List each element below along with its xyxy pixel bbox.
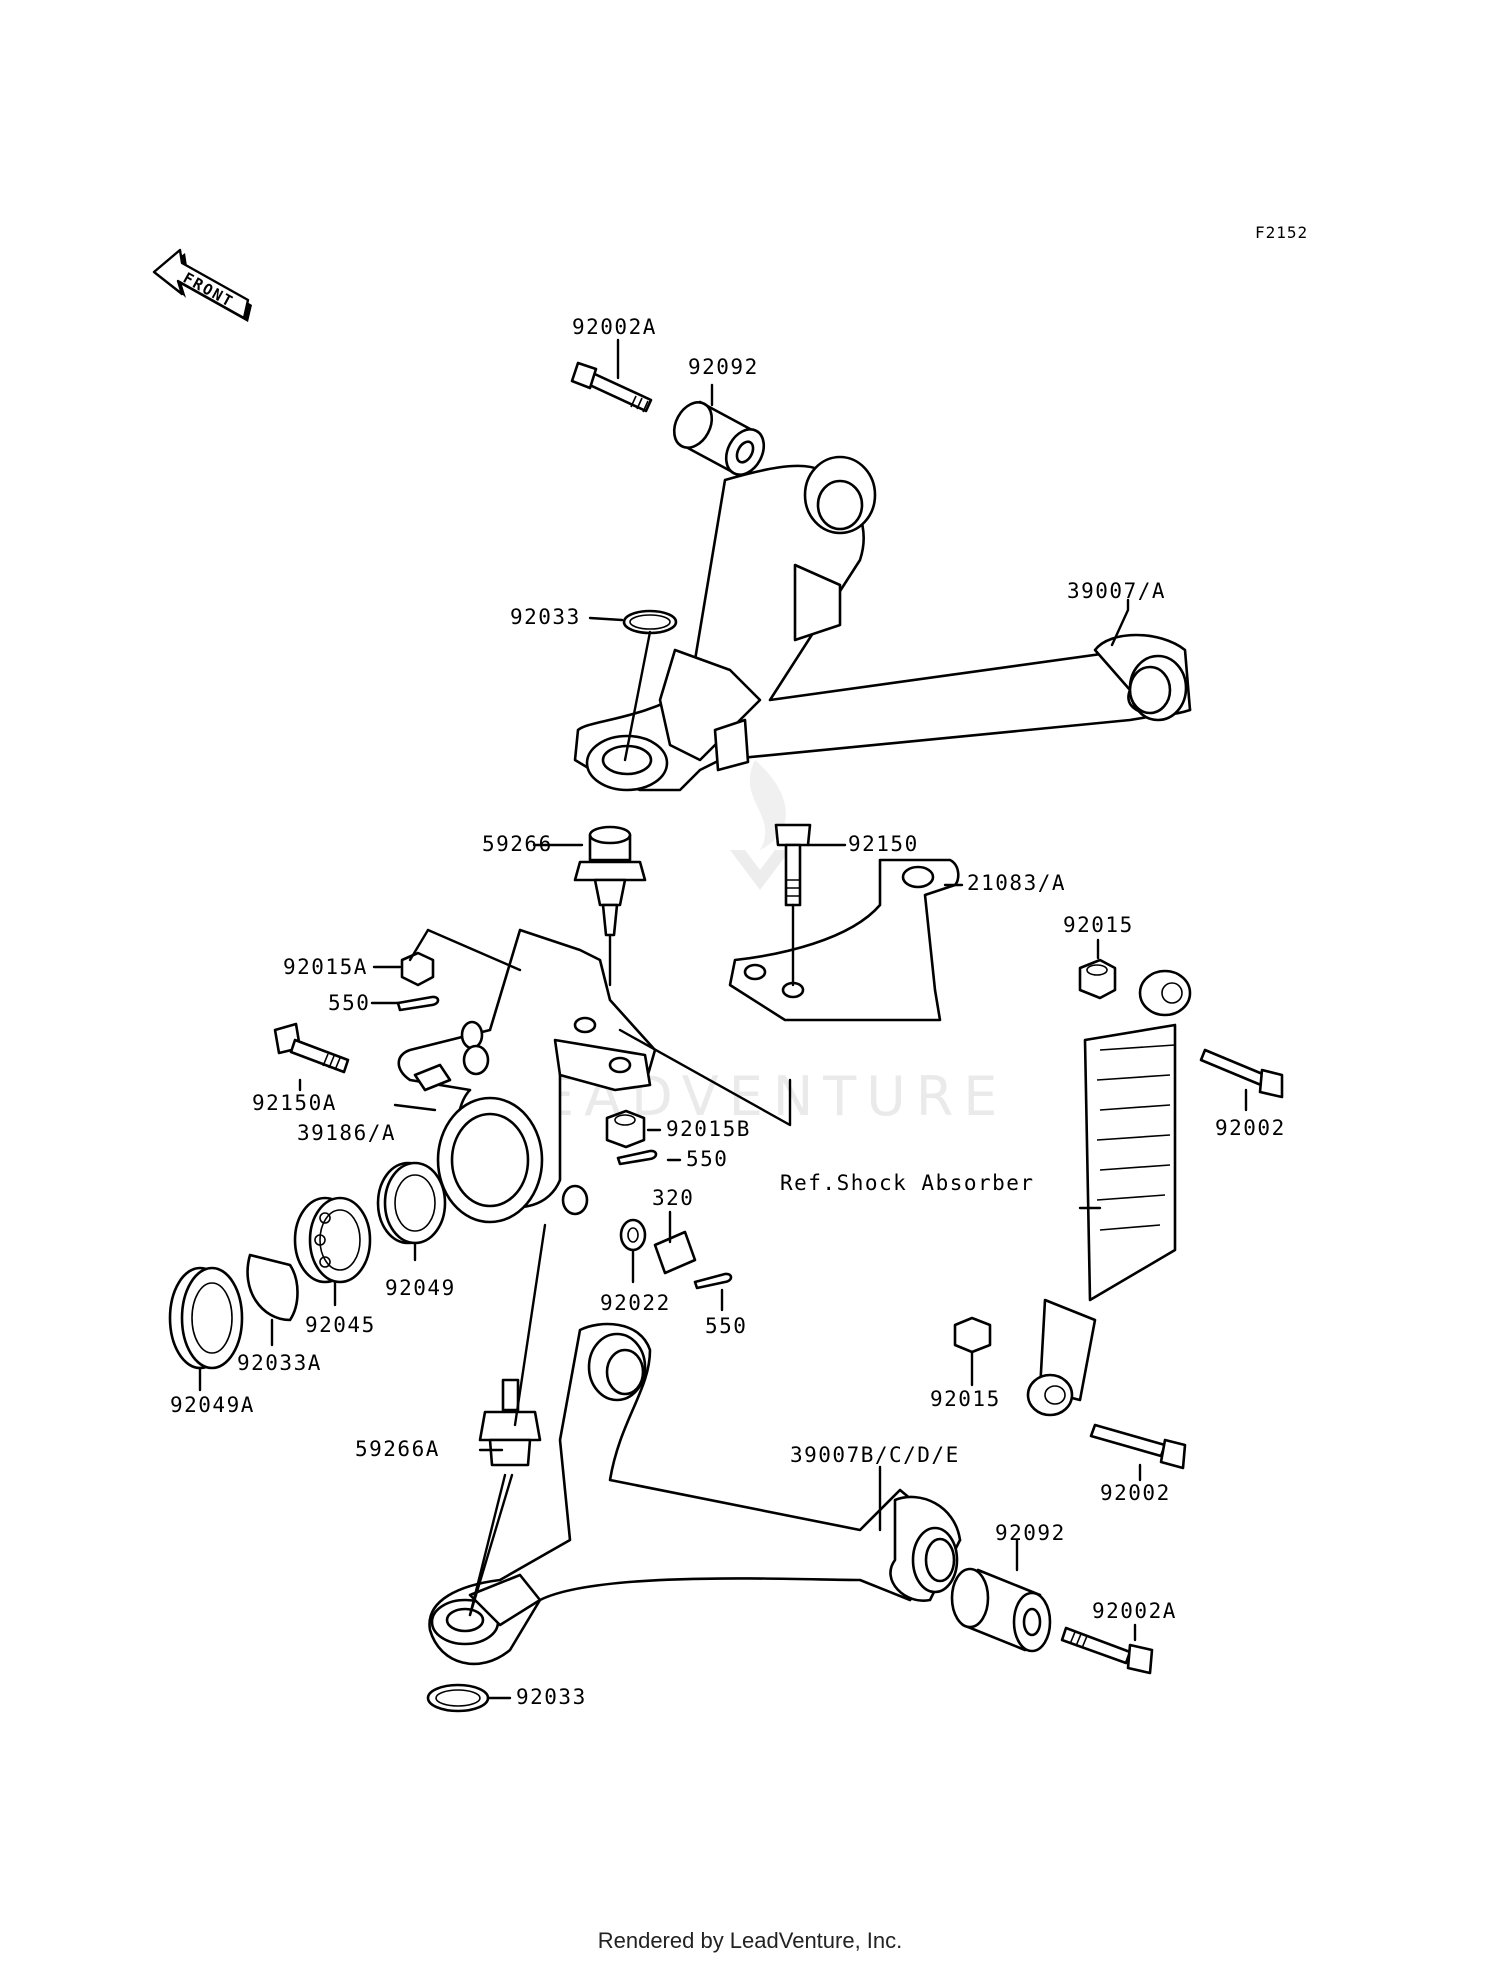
label-92015b: 92015B: [666, 1117, 751, 1141]
label-92033a: 92033A: [237, 1351, 322, 1375]
label-92150a: 92150A: [252, 1091, 337, 1115]
bracket-21083a: [728, 858, 960, 1022]
label-550-c: 550: [705, 1314, 747, 1338]
castle-nut-320: [653, 1230, 697, 1275]
washer-92022: [619, 1218, 647, 1252]
bearing-92045: [293, 1196, 372, 1284]
bolt-92002a-lower: [1060, 1626, 1154, 1675]
nut-92015-top: [1078, 958, 1117, 1000]
label-92033-top: 92033: [510, 605, 581, 629]
nut-92015b: [605, 1109, 646, 1149]
cotter-pin-550-c: [693, 1272, 733, 1290]
label-550-b: 550: [686, 1147, 728, 1171]
shock-absorber: [1026, 969, 1192, 1417]
label-92092-top: 92092: [688, 355, 759, 379]
diagram-code: F2152: [1255, 223, 1308, 242]
label-92045: 92045: [305, 1313, 376, 1337]
label-320: 320: [652, 1186, 694, 1210]
bushing-92092-lower: [950, 1567, 1052, 1653]
label-39007bcde: 39007B/C/D/E: [790, 1443, 960, 1467]
nut-92015-mid: [953, 1316, 992, 1354]
label-92015-top: 92015: [1063, 913, 1134, 937]
label-39186a: 39186/A: [297, 1121, 396, 1145]
label-92049a: 92049A: [170, 1393, 255, 1417]
bolt-92002a-upper: [570, 361, 653, 413]
seal-92049: [376, 1161, 447, 1245]
label-92049: 92049: [385, 1276, 456, 1300]
label-59266a: 59266A: [355, 1437, 440, 1461]
bolt-92150: [774, 823, 812, 907]
label-21083a: 21083/A: [967, 871, 1066, 895]
footer-credit: Rendered by LeadVenture, Inc.: [597, 1928, 903, 1953]
label-92002a-top: 92002A: [572, 315, 657, 339]
part-labels: 92002A 92092 92033 39007/A 59266 92150 2…: [170, 315, 1286, 1709]
knuckle-39186a: [397, 928, 657, 1224]
front-label: FRONT: [180, 269, 237, 311]
bushing-92092-upper: [672, 400, 766, 477]
upper-a-arm-39007a: [573, 455, 1192, 792]
circlip-92033-lower: [426, 1683, 490, 1713]
ball-joint-59266: [573, 825, 647, 937]
label-92002a-low: 92002A: [1092, 1599, 1177, 1623]
leader-lines: [198, 338, 1248, 1700]
label-92015a: 92015A: [283, 955, 368, 979]
label-92033-low: 92033: [516, 1685, 587, 1709]
ball-joint-59266a: [478, 1378, 542, 1467]
label-550-a: 550: [328, 991, 370, 1015]
bolt-92002-right: [1199, 1048, 1284, 1099]
label-92002-low: 92002: [1100, 1481, 1171, 1505]
label-92092-low: 92092: [995, 1521, 1066, 1545]
label-92002-right: 92002: [1215, 1116, 1286, 1140]
bolt-92002-low: [1089, 1423, 1187, 1470]
bolt-92150a: [273, 1022, 350, 1074]
label-92015-mid: 92015: [930, 1387, 1001, 1411]
label-39007a: 39007/A: [1067, 579, 1166, 603]
circlip-92033a: [246, 1253, 299, 1322]
label-92022: 92022: [600, 1291, 671, 1315]
front-arrow-icon: FRONT: [152, 248, 252, 322]
label-ref-shock: Ref.Shock Absorber: [780, 1171, 1035, 1195]
label-92150: 92150: [848, 832, 919, 856]
label-59266: 59266: [482, 832, 553, 856]
cotter-pin-550-a: [396, 995, 440, 1012]
seal-92049a: [168, 1266, 244, 1370]
nut-92015a: [400, 951, 435, 987]
lower-a-arm-39007bcde: [428, 1322, 962, 1666]
circlip-92033-upper: [622, 609, 678, 635]
cotter-pin-550-b: [616, 1149, 658, 1166]
